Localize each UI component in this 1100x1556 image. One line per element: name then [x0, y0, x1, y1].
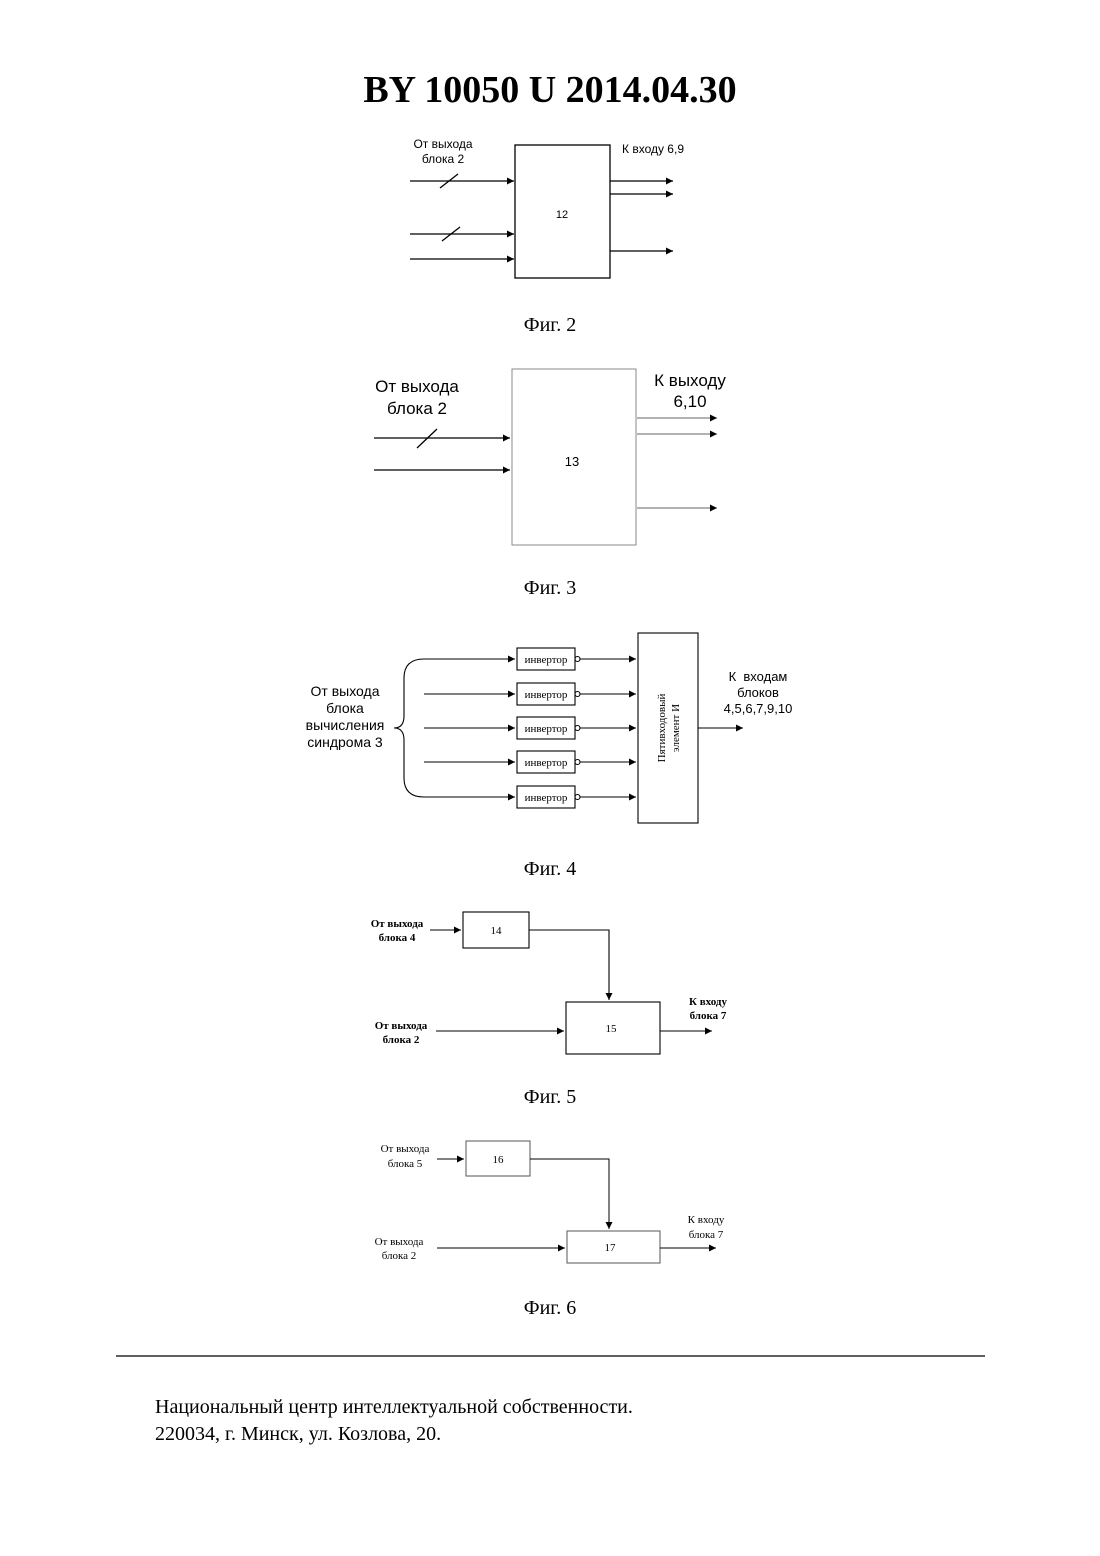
- fig3-output-label: К выходу: [654, 371, 726, 390]
- publisher-address: 220034, г. Минск, ул. Козлова, 20.: [155, 1421, 633, 1448]
- block-13-label: 13: [565, 454, 579, 469]
- figure-caption: Фиг. 5: [524, 1086, 576, 1108]
- and-element-label-line1: Пятивходовый: [656, 694, 668, 763]
- inverter-label: инвертор: [525, 689, 568, 701]
- inverter-label: инвертор: [525, 654, 568, 666]
- fig4-output-label: К входам: [729, 669, 788, 684]
- fig2-output-label: К входу 6,9: [622, 142, 684, 156]
- fig5-input2-label: От выхода: [375, 1020, 428, 1032]
- inversion-bubble: [575, 692, 580, 697]
- fig5-output-label: К входу: [689, 996, 727, 1008]
- figure-caption: Фиг. 3: [524, 577, 576, 599]
- fig6-input2-label: блока 2: [382, 1250, 417, 1262]
- fig3-input-label: От выхода: [375, 377, 459, 396]
- figure-caption: Фиг. 2: [524, 314, 576, 336]
- connection-arrow: [529, 930, 609, 1000]
- and-element-label: Пятивходовый элемент И: [656, 694, 682, 763]
- block-12-label: 12: [556, 209, 568, 221]
- block-16-label: 16: [493, 1154, 505, 1166]
- block-14-label: 14: [491, 925, 503, 937]
- fig4-input-label: вычисления: [306, 717, 385, 733]
- fig6-output-label: К входу: [688, 1214, 725, 1226]
- fig6-input1-label: От выхода: [381, 1143, 430, 1155]
- and-element-label-line2: элемент И: [670, 704, 682, 752]
- fig6-output-label: блока 7: [689, 1229, 724, 1241]
- fig2-input-label: блока 2: [422, 152, 465, 166]
- inverter-label: инвертор: [525, 723, 568, 735]
- fig6-input1-label: блока 5: [388, 1158, 423, 1170]
- fig3-output-label: 6,10: [673, 392, 706, 411]
- fig3-input-label: блока 2: [387, 399, 447, 418]
- inversion-bubble: [575, 795, 580, 800]
- fig4-input-label: синдрома 3: [307, 734, 383, 750]
- fig5-output-label: блока 7: [690, 1010, 727, 1022]
- figure-caption: Фиг. 6: [524, 1297, 576, 1319]
- fig2-input-label: От выхода: [413, 137, 472, 151]
- and-element: [638, 633, 698, 823]
- publisher-name: Национальный центр интеллектуальной собс…: [155, 1394, 633, 1421]
- figure-5: [430, 912, 712, 1054]
- fig4-input-label: блока: [326, 700, 364, 716]
- fig5-input2-label: блока 2: [383, 1034, 420, 1046]
- figure-6: [437, 1141, 716, 1263]
- inverter-label: инвертор: [525, 757, 568, 769]
- fig4-output-label: 4,5,6,7,9,10: [724, 701, 793, 716]
- fig4-output-label: блоков: [737, 685, 779, 700]
- inversion-bubble: [575, 657, 580, 662]
- document-header: BY 10050 U 2014.04.30: [363, 69, 736, 111]
- inverter-label: инвертор: [525, 792, 568, 804]
- fig4-input-label: От выхода: [311, 683, 380, 699]
- inversion-bubble: [575, 726, 580, 731]
- fig5-input1-label: От выхода: [371, 918, 424, 930]
- brace: [394, 659, 424, 797]
- connection-arrow: [530, 1159, 609, 1229]
- fig6-input2-label: От выхода: [375, 1236, 424, 1248]
- figure-4: [394, 633, 743, 823]
- inversion-bubble: [575, 760, 580, 765]
- fig5-input1-label: блока 4: [379, 932, 416, 944]
- block-17-label: 17: [605, 1242, 617, 1254]
- publisher-footer: Национальный центр интеллектуальной собс…: [155, 1394, 633, 1448]
- block-15-label: 15: [606, 1023, 618, 1035]
- figure-caption: Фиг. 4: [524, 858, 576, 880]
